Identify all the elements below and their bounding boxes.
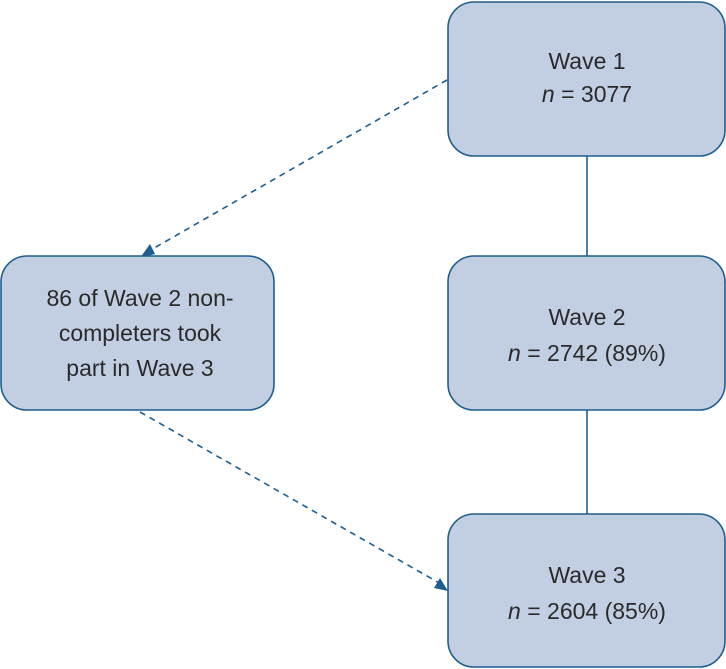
noncompleters-line-2: completers took bbox=[59, 320, 222, 346]
node-wave1: Wave 1 n = 3077 bbox=[447, 1, 726, 157]
wave2-count: n = 2742 (89%) bbox=[508, 340, 666, 366]
node-wave2: Wave 2 n = 2742 (89%) bbox=[447, 255, 726, 411]
dashed-arrow-noncompleters-to-wave3 bbox=[139, 411, 442, 585]
arrowhead-to-noncompleters bbox=[140, 244, 155, 258]
arrowhead-to-wave3 bbox=[434, 578, 448, 591]
wave2-title: Wave 2 bbox=[548, 304, 625, 330]
noncompleters-line-3: part in Wave 3 bbox=[66, 355, 213, 381]
wave1-title: Wave 1 bbox=[548, 48, 625, 74]
node-wave3: Wave 3 n = 2604 (85%) bbox=[447, 513, 726, 668]
dashed-arrow-wave1-to-noncompleters bbox=[148, 79, 448, 252]
wave3-title: Wave 3 bbox=[548, 562, 625, 588]
node-noncompleters: 86 of Wave 2 non- completers took part i… bbox=[0, 255, 275, 411]
wave1-count: n = 3077 bbox=[542, 81, 632, 107]
wave3-count: n = 2604 (85%) bbox=[508, 598, 666, 624]
noncompleters-line-1: 86 of Wave 2 non- bbox=[46, 285, 233, 311]
